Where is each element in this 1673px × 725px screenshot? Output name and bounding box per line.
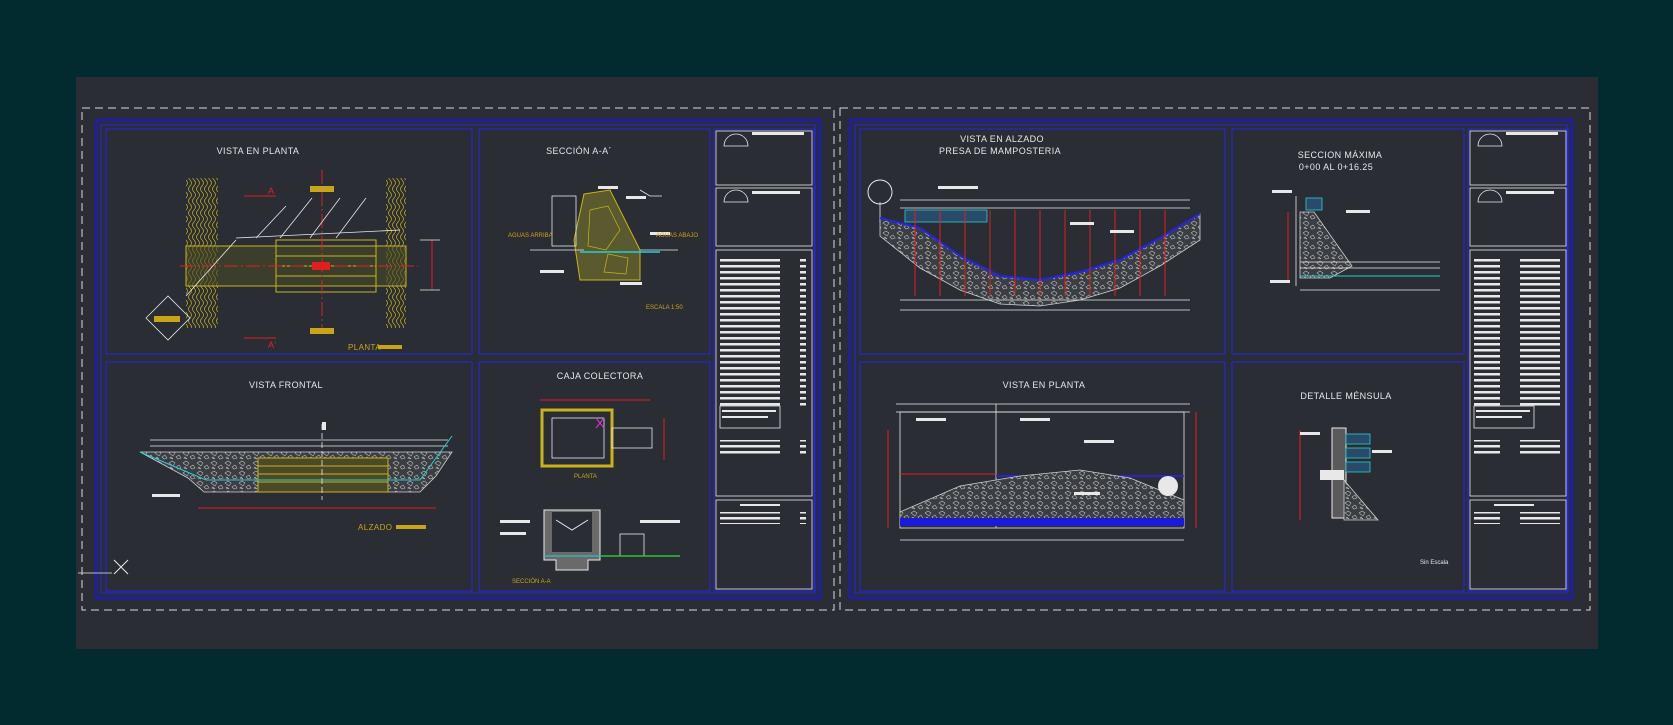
section-aa-drawing: SECCIÓN A-A´ AGUAS ARRIBA AGUAS ABAJO ES… bbox=[508, 146, 698, 311]
plan-view-title: VISTA EN PLANTA bbox=[217, 146, 300, 156]
section-marker-a-bottom: A' bbox=[268, 340, 277, 350]
max-section-drawing: SECCION MÁXIMA 0+00 AL 0+16.25 bbox=[1270, 150, 1440, 291]
elevation-view-title: VISTA EN ALZADO bbox=[960, 134, 1044, 144]
plan-view-caption: PLANTA bbox=[348, 343, 381, 352]
ucs-icon bbox=[78, 559, 129, 575]
section-aa-label-downstream: AGUAS ABAJO bbox=[656, 233, 698, 239]
sheet2-panel-max-section bbox=[1231, 128, 1465, 355]
sheet2-title-block bbox=[1467, 128, 1569, 592]
bracket-detail-drawing: DETALLE MÉNSULA Sin Escala bbox=[1299, 391, 1449, 566]
sheet-background bbox=[76, 77, 1598, 649]
sheet2-panel-bracket bbox=[1231, 361, 1465, 592]
max-section-stations: 0+00 AL 0+16.25 bbox=[1299, 162, 1373, 172]
collector-box-plan-caption: PLANTA bbox=[574, 474, 597, 480]
section-aa-label-upstream: AGUAS ARRIBA bbox=[508, 233, 553, 239]
collector-box-section-caption: SECCIÓN A-A bbox=[512, 578, 551, 585]
sheet1-panel-plan bbox=[105, 128, 473, 355]
front-view-caption: ALZADO bbox=[358, 523, 392, 532]
plan-view-2-drawing: VISTA EN PLANTA bbox=[887, 380, 1197, 541]
sheet1-dashed-border bbox=[81, 107, 835, 611]
sheet1: VISTA EN PLANTA A A' bbox=[78, 119, 821, 599]
sheet1-panel-collector bbox=[478, 361, 711, 592]
elevation-view-subtitle: PRESA DE MAMPOSTERIA bbox=[939, 146, 1061, 156]
bracket-detail-note: Sin Escala bbox=[1420, 560, 1449, 566]
sheet1-title-block bbox=[713, 128, 815, 592]
sheet1-panel-front bbox=[105, 361, 473, 592]
section-aa-title: SECCIÓN A-A´ bbox=[546, 146, 612, 156]
collector-box-drawing: CAJA COLECTORA PLANTA SECCIÓN A-A bbox=[500, 371, 680, 585]
sheet1-frame bbox=[95, 119, 821, 599]
sheet1-panel-section bbox=[478, 128, 711, 355]
section-aa-scale: ESCALA 1:50 bbox=[646, 305, 683, 311]
front-view-drawing: VISTA FRONTAL ALZADO bbox=[139, 380, 453, 532]
section-aa-dam-body bbox=[573, 189, 641, 281]
sheet2-panel-elevation bbox=[859, 128, 1226, 355]
sheet2-dashed-border bbox=[839, 107, 1591, 611]
elevation-view-drawing: VISTA EN ALZADO PRESA DE MAMPOSTERIA bbox=[867, 134, 1201, 311]
plan-view-drawing: VISTA EN PLANTA A A' bbox=[145, 146, 440, 352]
sheet2-panel-plan bbox=[859, 361, 1226, 592]
sheet2: VISTA EN ALZADO PRESA DE MAMPOSTERIA bbox=[849, 119, 1573, 599]
front-view-title: VISTA FRONTAL bbox=[249, 380, 323, 390]
plan-view-2-title: VISTA EN PLANTA bbox=[1003, 380, 1086, 390]
max-section-title: SECCION MÁXIMA bbox=[1298, 150, 1383, 160]
bracket-detail-title: DETALLE MÉNSULA bbox=[1300, 391, 1391, 401]
collector-box-title: CAJA COLECTORA bbox=[557, 371, 643, 381]
section-marker-a-top: A bbox=[268, 186, 274, 196]
sheet2-frame bbox=[849, 119, 1573, 599]
